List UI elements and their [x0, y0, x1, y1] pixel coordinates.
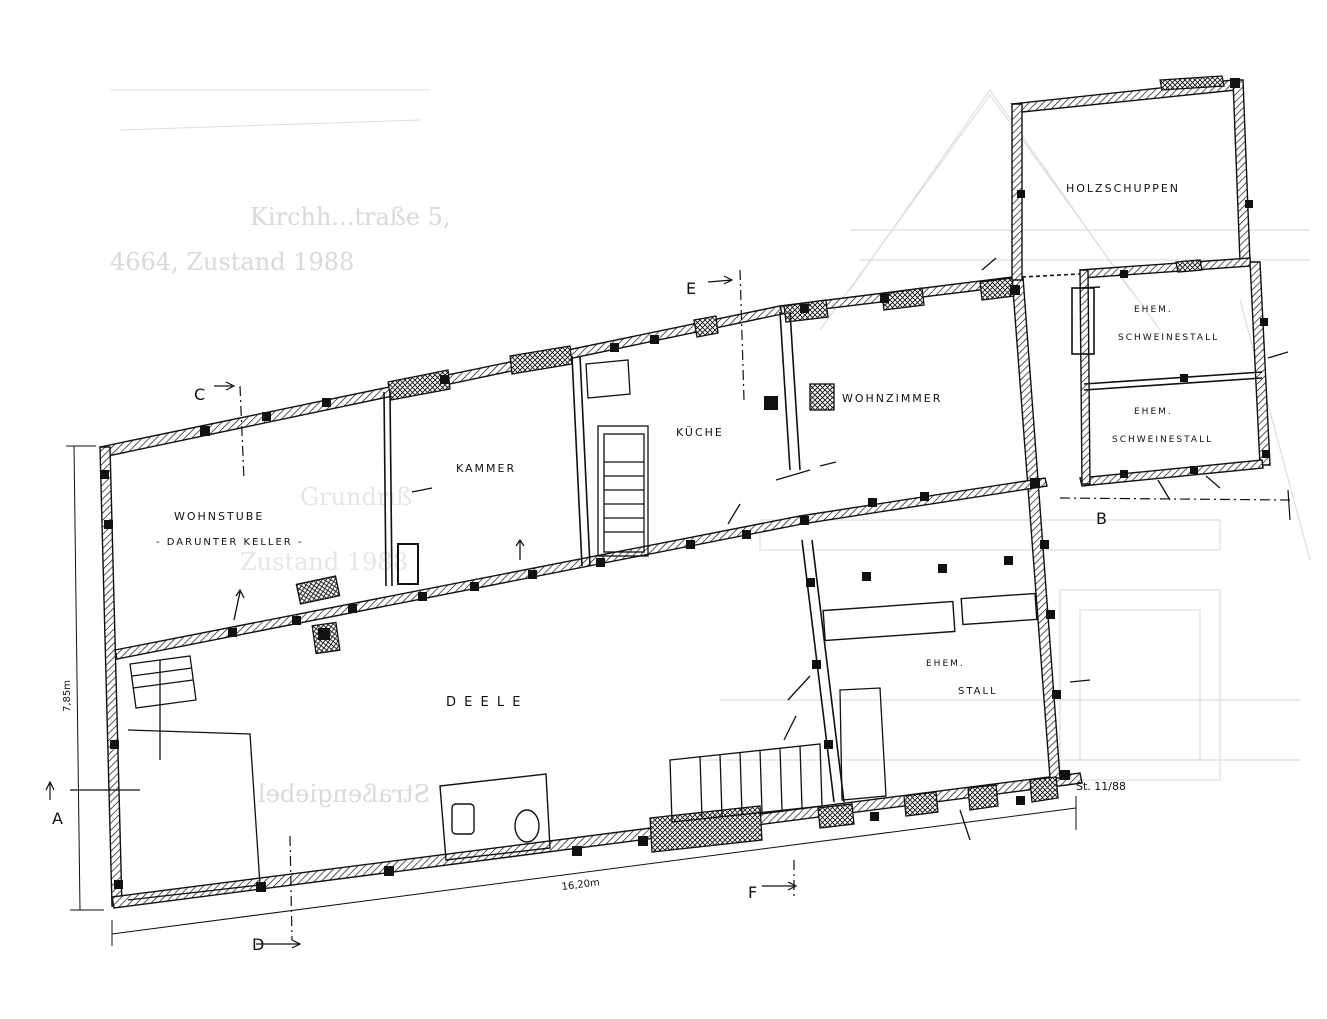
dimension-width: 16,20m: [561, 877, 600, 893]
fixtures: [439, 592, 1038, 861]
interior-partitions: [383, 273, 1263, 803]
section-markers: A B C D E F: [52, 279, 1107, 954]
section-marker-e: E: [686, 279, 696, 298]
wall-pillars: [100, 78, 1270, 892]
dimension-lines: [66, 445, 1077, 946]
section-marker-c: C: [194, 385, 205, 404]
ghost-address-line: Kirchh...traße 5,: [250, 203, 451, 231]
room-label-schweinestall-2-a: EHEM.: [1134, 407, 1173, 417]
stairs: [127, 359, 887, 901]
room-label-deele: D E E L E: [446, 695, 522, 710]
background-ghost-drawing: [700, 88, 1311, 781]
room-label-schweinestall-1-b: SCHWEINESTALL: [1118, 333, 1219, 343]
door-arrows: [233, 257, 1289, 841]
section-lines: [45, 269, 1291, 949]
room-label-schweinestall-2-b: SCHWEINESTALL: [1112, 435, 1213, 445]
room-note-keller: - DARUNTER KELLER -: [156, 537, 304, 548]
dimension-depth: 7,85m: [62, 680, 73, 712]
background-text-ghost: Kirchh...traße 5, 4664, Zustand 1988 Gru…: [110, 89, 451, 808]
room-label-holzschuppen: HOLZSCHUPPEN: [1066, 182, 1180, 195]
room-label-stall-b: STALL: [958, 686, 998, 697]
room-label-kueche: KÜCHE: [676, 426, 724, 439]
ghost-mirrored-text: Straßengiebel: [258, 780, 430, 808]
section-marker-f: F: [748, 883, 757, 902]
room-label-stall-a: EHEM.: [926, 659, 965, 669]
room-label-wohnzimmer: WOHNZIMMER: [842, 392, 942, 405]
section-marker-d: D: [252, 935, 264, 954]
room-labels: WOHNSTUBE - DARUNTER KELLER - KAMMER KÜC…: [156, 182, 1219, 710]
ghost-faded-subtitle: Zustand 1988: [240, 548, 408, 576]
ghost-state-line: 4664, Zustand 1988: [110, 248, 354, 276]
room-label-schweinestall-1-a: EHEM.: [1134, 305, 1173, 315]
room-label-wohnstube: WOHNSTUBE: [174, 510, 264, 523]
drawing-signature: St. 11/88: [1076, 780, 1126, 793]
section-marker-a: A: [52, 809, 63, 828]
room-label-kammer: KAMMER: [456, 462, 516, 475]
ghost-faded-title: Grundriß: [300, 483, 412, 511]
section-marker-b: B: [1096, 509, 1107, 528]
